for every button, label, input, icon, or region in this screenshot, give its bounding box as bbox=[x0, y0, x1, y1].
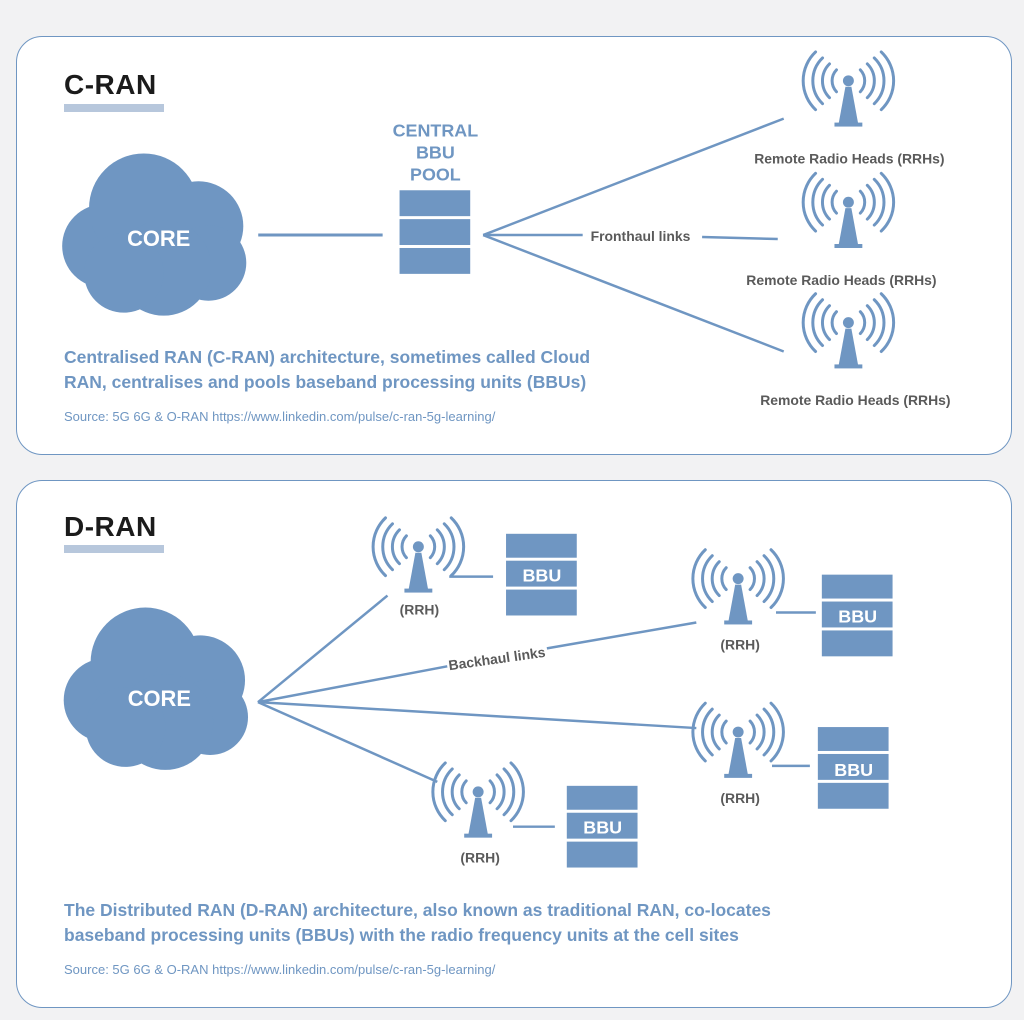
dran-bbu-label-3: BBU bbox=[834, 760, 873, 780]
dran-backhaul-link-2a bbox=[257, 665, 448, 704]
dran-caption-line-1: The Distributed RAN (D-RAN) architecture… bbox=[64, 900, 771, 920]
dran-bbu-label-2: BBU bbox=[838, 606, 877, 626]
dran-backhaul-link-1 bbox=[257, 594, 389, 704]
dran-source: Source: 5G 6G & O-RAN https://www.linked… bbox=[64, 962, 496, 977]
cran-caption-line-1: Centralised RAN (C-RAN) architecture, so… bbox=[64, 347, 591, 367]
dran-rrh-label-1: (RRH) bbox=[400, 601, 439, 617]
dran-caption-line-2: baseband processing units (BBUs) with th… bbox=[64, 925, 739, 945]
cran-fronthaul-label: Fronthaul links bbox=[591, 228, 691, 244]
cran-rrh-antenna-icon-1 bbox=[801, 50, 896, 129]
dran-rrh-label-2: (RRH) bbox=[720, 636, 759, 652]
dran-bbu-label-1: BBU bbox=[522, 566, 561, 586]
cran-title-underline bbox=[64, 104, 164, 112]
cran-rrh-label-2: Remote Radio Heads (RRHs) bbox=[746, 272, 936, 288]
dran-backhaul-link-4 bbox=[257, 701, 438, 783]
cran-pool-label-2: BBU bbox=[416, 142, 455, 162]
cran-rrh-label-1: Remote Radio Heads (RRHs) bbox=[754, 150, 944, 166]
cran-fronthaul-link-top bbox=[482, 117, 785, 237]
dran-backhaul-link-2b bbox=[546, 621, 697, 650]
dran-rrh-antenna-icon-1 bbox=[371, 516, 466, 595]
dran-rrh-label-4: (RRH) bbox=[460, 850, 499, 866]
cran-source: Source: 5G 6G & O-RAN https://www.linked… bbox=[64, 409, 496, 424]
dran-rrh-antenna-icon-2 bbox=[691, 548, 785, 626]
cran-pool-label-3: POOL bbox=[410, 164, 461, 184]
dran-rrh-label-3: (RRH) bbox=[720, 790, 759, 806]
dran-backhaul-link-3 bbox=[257, 700, 697, 730]
dran-rrh-antenna-icon-4 bbox=[431, 761, 525, 840]
dran-core-label: CORE bbox=[128, 686, 191, 711]
dran-title-underline bbox=[64, 545, 164, 553]
dran-bbu-label-4: BBU bbox=[583, 818, 622, 838]
cran-rrh-antenna-icon-2 bbox=[801, 171, 896, 250]
dran-title: D-RAN bbox=[64, 511, 157, 542]
cran-bbu-pool-stack-icon bbox=[399, 190, 471, 274]
cran-rrh-antenna-icon-3 bbox=[801, 292, 896, 370]
dran-caption: The Distributed RAN (D-RAN) architecture… bbox=[64, 898, 771, 948]
cran-pool-label-1: CENTRAL bbox=[393, 121, 479, 141]
cran-rrh-label-3: Remote Radio Heads (RRHs) bbox=[760, 392, 950, 408]
dran-backhaul-label: Backhaul links bbox=[447, 644, 546, 673]
cran-fronthaul-link-mid-b bbox=[702, 235, 778, 241]
dran-panel: CORE Backhaul links (RRH) BBU (RRH) BBU … bbox=[16, 480, 1012, 1008]
cran-title: C-RAN bbox=[64, 69, 157, 100]
cran-fronthaul-link-bottom bbox=[482, 233, 785, 353]
cran-core-label: CORE bbox=[127, 226, 190, 251]
cran-panel: CORE CENTRAL BBU POOL Fronthaul links Re… bbox=[16, 36, 1012, 455]
cran-diagram: CORE CENTRAL BBU POOL Fronthaul links Re… bbox=[62, 50, 951, 408]
dran-rrh-antenna-icon-3 bbox=[691, 701, 785, 780]
dran-diagram: CORE Backhaul links (RRH) BBU (RRH) BBU … bbox=[63, 516, 893, 868]
cran-caption: Centralised RAN (C-RAN) architecture, so… bbox=[64, 345, 590, 395]
cran-caption-line-2: RAN, centralises and pools baseband proc… bbox=[64, 372, 587, 392]
